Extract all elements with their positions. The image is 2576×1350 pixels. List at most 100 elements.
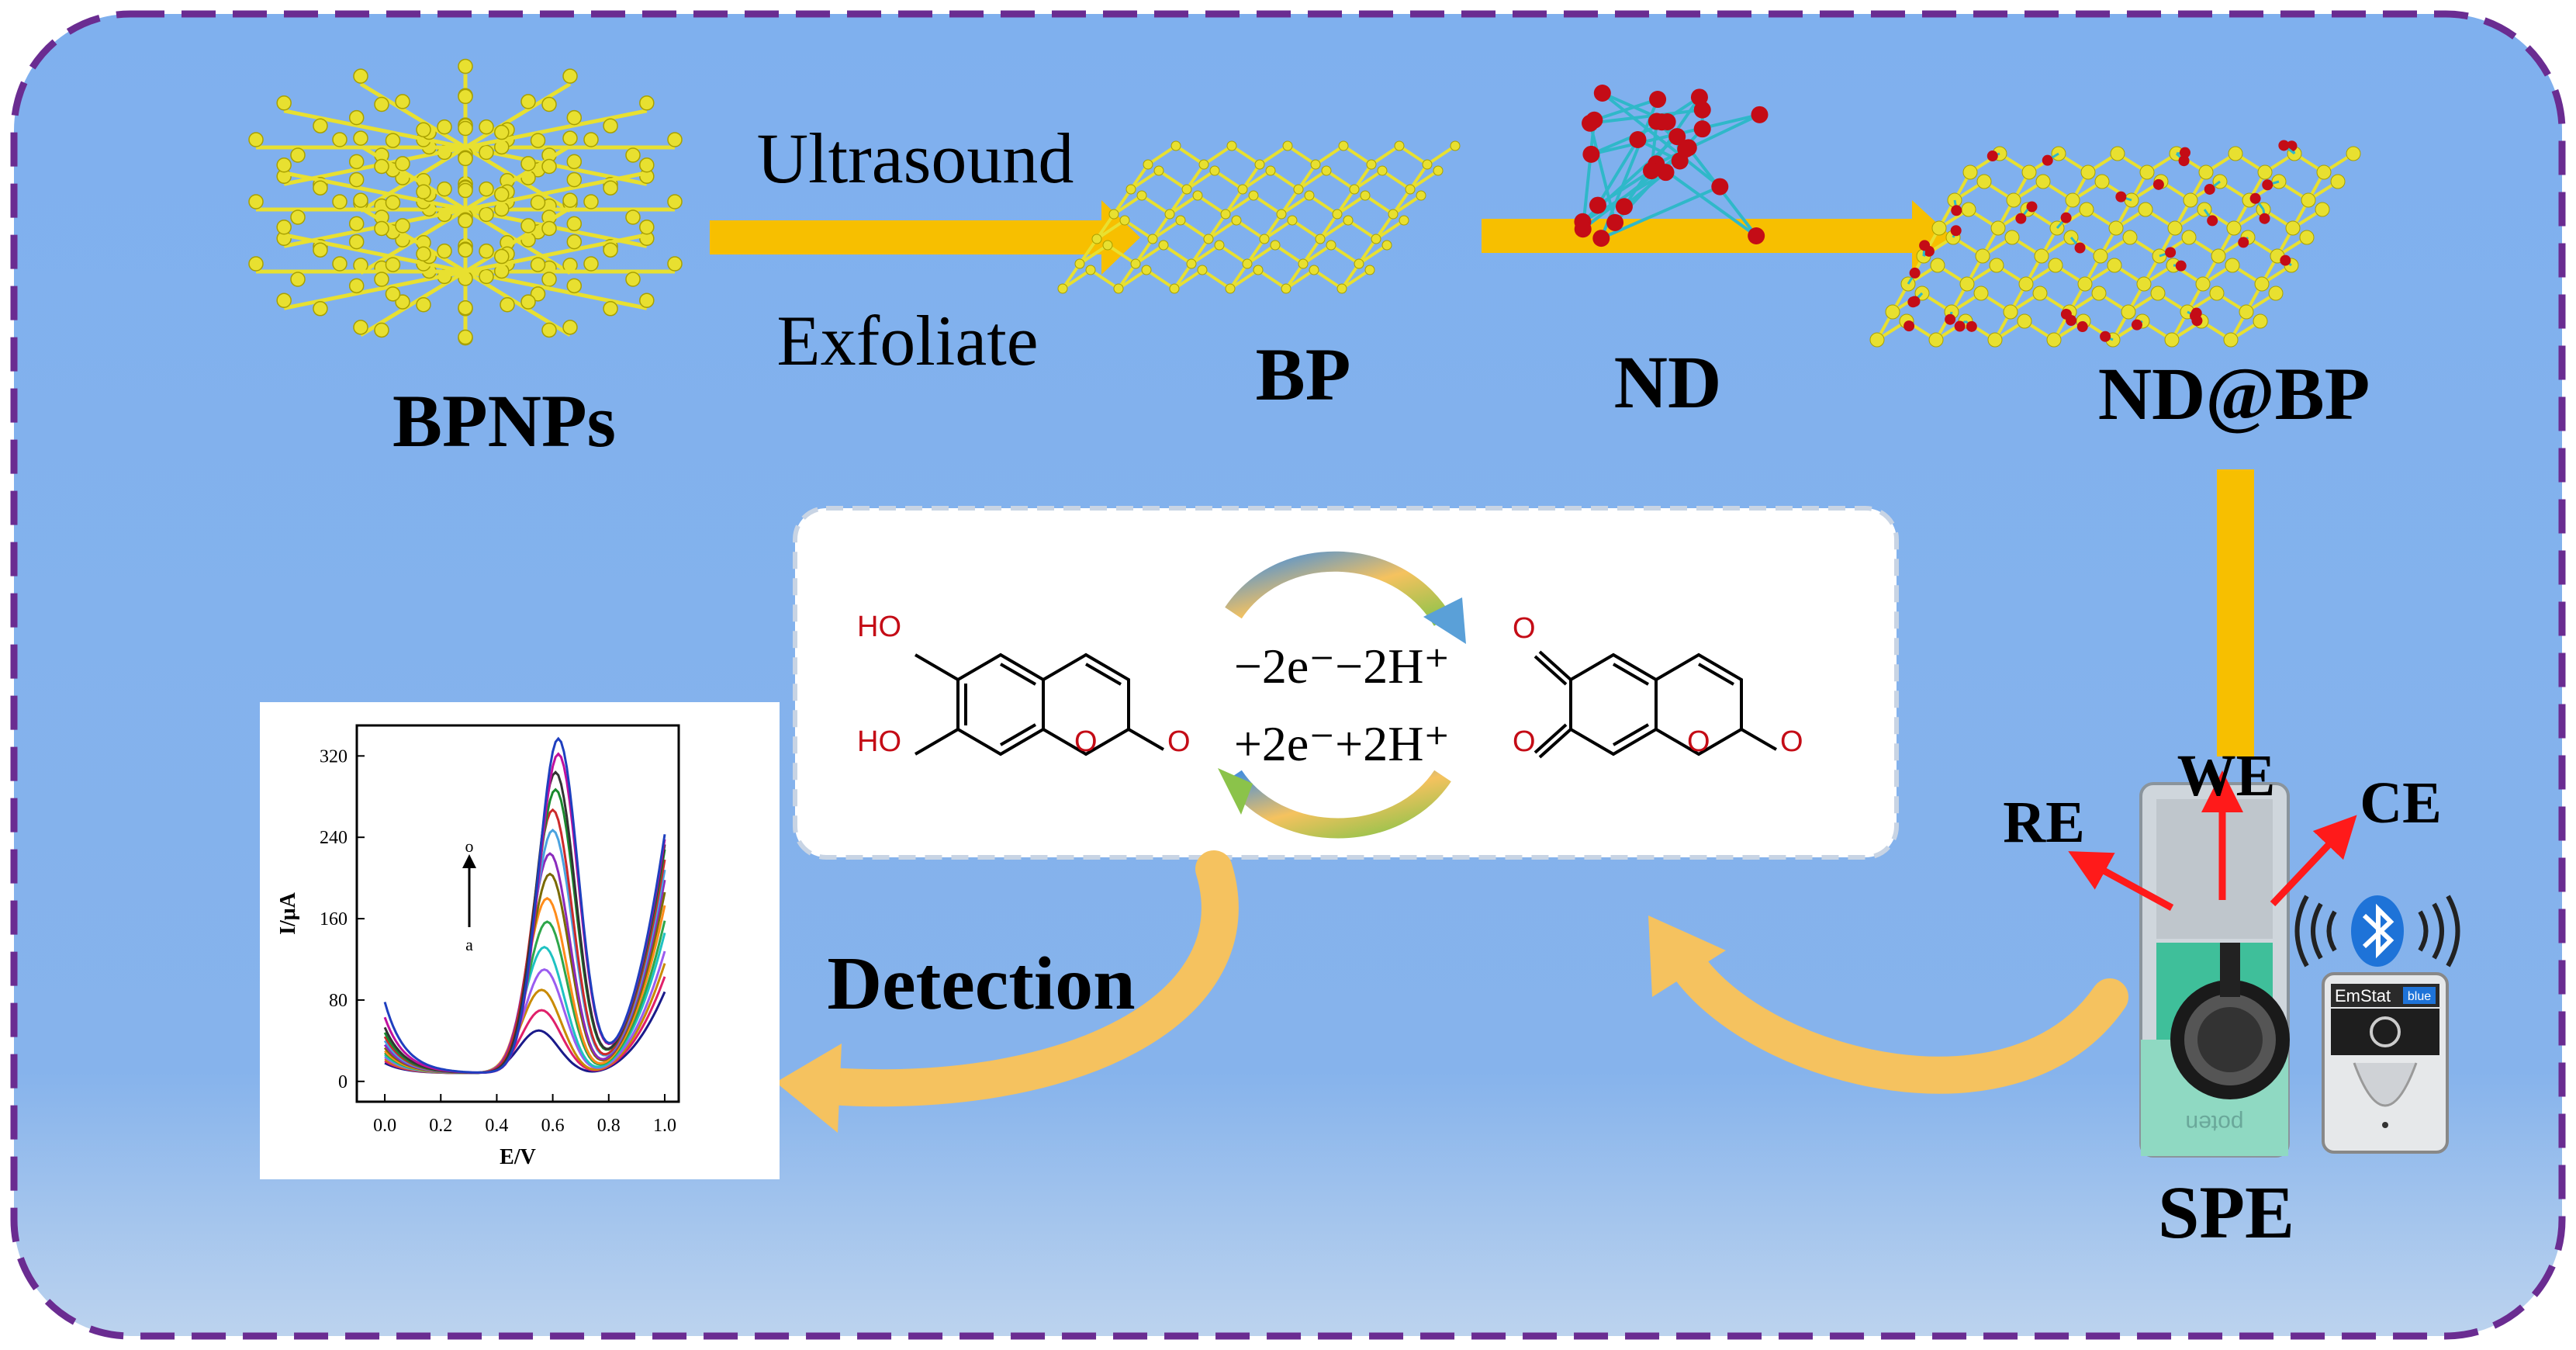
p-bond	[1381, 169, 1412, 191]
p-atom	[603, 118, 618, 133]
p-bond	[1329, 244, 1361, 265]
bp-sheet	[1057, 140, 1461, 294]
reactant-ring-o: O	[1074, 725, 1098, 758]
p-bond	[1229, 268, 1260, 290]
o-atom	[2165, 247, 2177, 258]
p-atom	[2164, 332, 2180, 348]
product-molecule	[1533, 650, 1778, 759]
p-atom	[1309, 265, 1319, 275]
o-atom	[2280, 254, 2291, 266]
p-atom	[562, 130, 578, 146]
p-bond	[1336, 194, 1367, 216]
p-atom	[458, 329, 473, 345]
p-atom	[639, 220, 655, 235]
p-atom	[2195, 276, 2211, 292]
p-atom	[2223, 332, 2239, 348]
p-atom	[1315, 234, 1326, 244]
spe-label: SPE	[2158, 1171, 2294, 1254]
p-atom	[1394, 140, 1405, 151]
p-atom	[1354, 258, 1364, 269]
p-atom	[479, 144, 494, 161]
p-atom	[1869, 332, 1885, 348]
p-atom	[2209, 286, 2225, 301]
bp-label: BP	[1256, 333, 1351, 416]
p-atom	[395, 218, 410, 234]
p-atom	[562, 192, 578, 208]
p-bond	[465, 269, 648, 310]
p-atom	[1276, 209, 1287, 220]
p-atom	[2239, 304, 2254, 320]
p-atom	[530, 133, 546, 148]
c-bond	[1600, 185, 1721, 240]
p-atom	[1113, 283, 1124, 294]
o-atom	[2262, 179, 2273, 191]
p-atom	[416, 122, 431, 138]
p-bond	[1342, 144, 1373, 166]
p-bond	[1201, 268, 1232, 290]
o-atom	[2152, 178, 2164, 190]
p-bond	[1409, 169, 1440, 191]
p-atom	[1371, 234, 1381, 244]
p-atom	[2257, 164, 2273, 180]
spe-electrode: poten	[2139, 782, 2290, 1158]
p-atom	[1282, 140, 1293, 151]
o-atom	[1693, 120, 1711, 138]
emstat-device: EmStat blue	[2322, 972, 2449, 1154]
p-atom	[625, 209, 641, 225]
p-atom	[2034, 248, 2049, 264]
p-atom	[395, 156, 410, 171]
p-atom	[1399, 215, 1409, 226]
o-atom	[1593, 85, 1611, 102]
p-atom	[541, 322, 557, 338]
x-tick-label: 0.8	[597, 1116, 621, 1136]
p-atom	[1220, 209, 1231, 220]
p-bond	[1274, 244, 1305, 265]
x-axis-label: E/V	[500, 1145, 536, 1169]
p-atom	[2211, 248, 2226, 264]
p-atom	[313, 118, 328, 133]
p-atom	[2046, 332, 2062, 348]
p-atom	[2183, 192, 2198, 208]
p-atom	[353, 320, 368, 335]
reactant-oh-top: HO	[857, 611, 901, 643]
p-atom	[1253, 265, 1264, 275]
detection-arrow	[776, 850, 1239, 1133]
p-bond	[1129, 169, 1160, 191]
o-atom	[1945, 313, 1956, 325]
p-bond	[1308, 194, 1339, 216]
p-atom	[1265, 165, 1276, 176]
c-bond	[1601, 92, 1721, 189]
p-atom	[1091, 234, 1102, 244]
p-bond	[1364, 194, 1395, 216]
p-atom	[2003, 304, 2018, 320]
p-bond	[1213, 169, 1244, 191]
p-bond	[1168, 194, 1199, 216]
p-atom	[479, 206, 494, 223]
p-bond	[1392, 194, 1423, 216]
p-bond	[1374, 219, 1406, 241]
p-atom	[2017, 313, 2032, 329]
p-atom	[530, 195, 546, 210]
p-bond	[1314, 144, 1345, 166]
p-bond	[1280, 194, 1311, 216]
p-atom	[520, 94, 536, 109]
product-o-top: O	[1513, 612, 1536, 645]
y-tick-label: 240	[320, 828, 348, 848]
o-atom	[1679, 139, 1697, 157]
p-bond	[1190, 244, 1221, 265]
p-atom	[1102, 240, 1113, 251]
p-bond	[464, 82, 572, 150]
p-atom	[1203, 234, 1214, 244]
p-atom	[500, 296, 515, 313]
p-bond	[1117, 268, 1148, 290]
p-atom	[2080, 164, 2096, 180]
o-atom	[2115, 191, 2127, 202]
x-tick-label: 0.0	[373, 1116, 396, 1136]
p-bond	[1302, 244, 1333, 265]
p-atom	[2004, 230, 2020, 245]
p-atom	[2150, 286, 2166, 301]
p-atom	[1973, 286, 1989, 301]
p-atom	[1326, 240, 1336, 251]
p-atom	[385, 133, 401, 148]
o-atom	[1582, 145, 1600, 163]
